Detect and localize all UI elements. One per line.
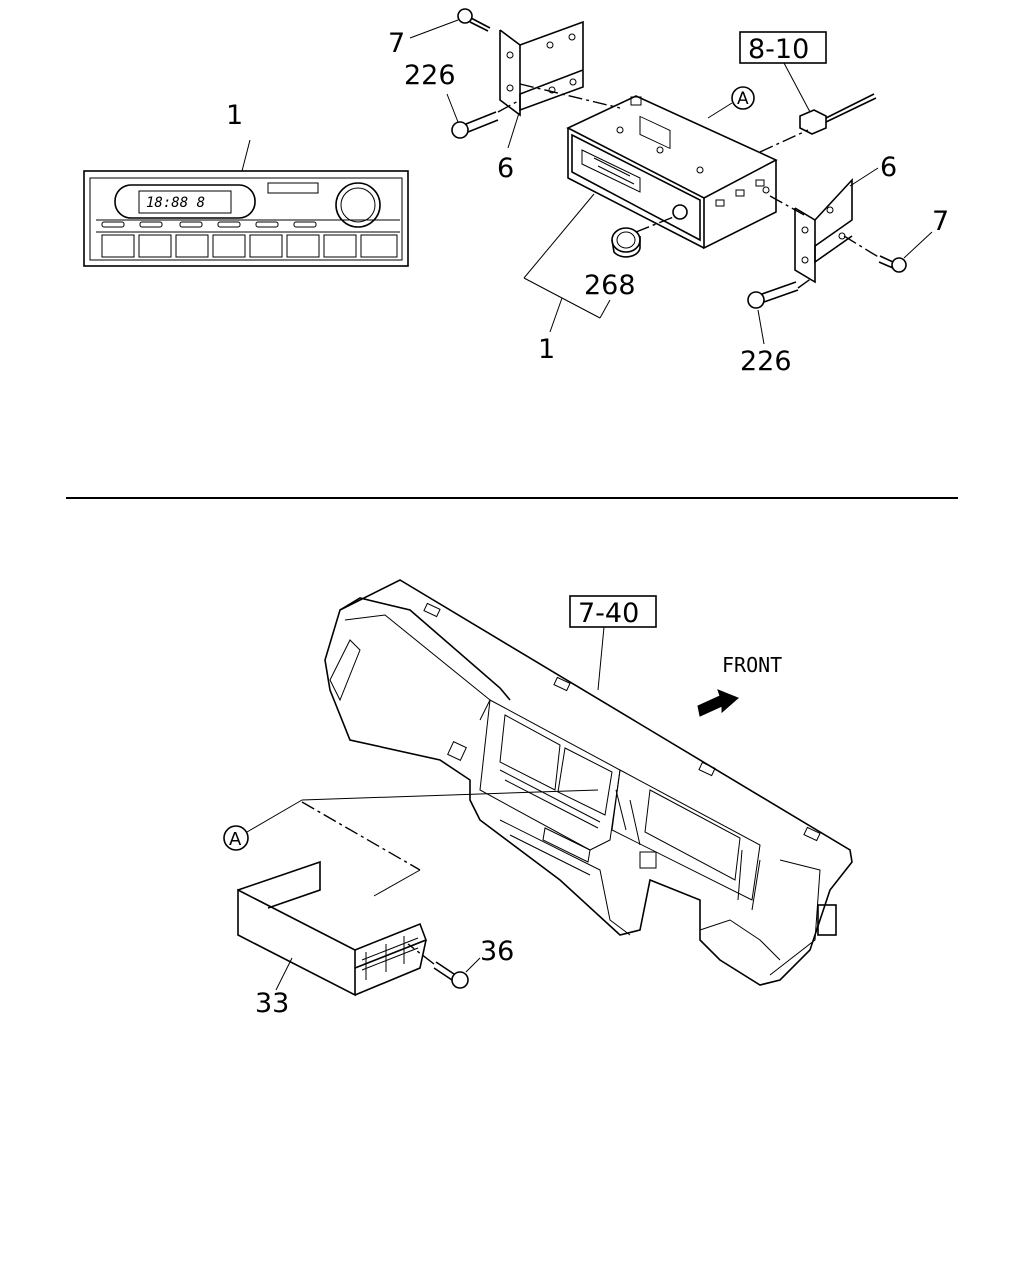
ref-box-8-10: [739, 31, 827, 64]
screw-36: [433, 961, 469, 989]
callout-screw-226-top: 226: [404, 60, 456, 91]
callout-bracket-6-left: 6: [497, 153, 514, 184]
dashboard-panel: [324, 579, 853, 986]
marker-a-top: A: [731, 86, 755, 110]
front-arrow-icon: [697, 689, 739, 717]
radio-unit: [566, 95, 778, 250]
callout-pocket-33: 33: [255, 988, 289, 1019]
screw-226-bottom: [747, 281, 799, 309]
marker-a-top-label: A: [737, 89, 749, 109]
radio-front-view: 18:88 8: [83, 139, 409, 267]
callout-leader-radio-unit: [523, 193, 611, 333]
radio-display-text: 18:88 8: [146, 195, 205, 211]
screw-7-right: [878, 255, 907, 273]
ref-8-10-label: 8-10: [748, 34, 809, 65]
knob-268: [611, 227, 641, 258]
callout-bracket-6-right: 6: [880, 152, 897, 183]
callout-screw-7-right: 7: [932, 206, 949, 237]
bracket-6-left: [499, 20, 584, 117]
screw-7-top: [457, 8, 491, 32]
callout-radio-front: 1: [226, 100, 243, 131]
storage-pocket-33: [237, 860, 428, 997]
callout-radio-unit-1: 1: [538, 334, 555, 365]
ref-7-40-label: 7-40: [578, 598, 639, 629]
callout-knob-268: 268: [584, 270, 636, 301]
wire-connector: [799, 93, 877, 135]
marker-a-bottom-label: A: [229, 829, 242, 850]
ref-box-7-40: [569, 595, 657, 628]
callout-screw-226-bottom: 226: [740, 346, 792, 377]
callout-screw-7-top: 7: [388, 28, 405, 59]
callout-screw-36: 36: [480, 936, 514, 967]
bracket-6-right: [794, 177, 853, 284]
marker-a-bottom: A: [223, 825, 249, 851]
front-label: FRONT: [722, 653, 782, 677]
screw-226-top: [451, 111, 499, 139]
